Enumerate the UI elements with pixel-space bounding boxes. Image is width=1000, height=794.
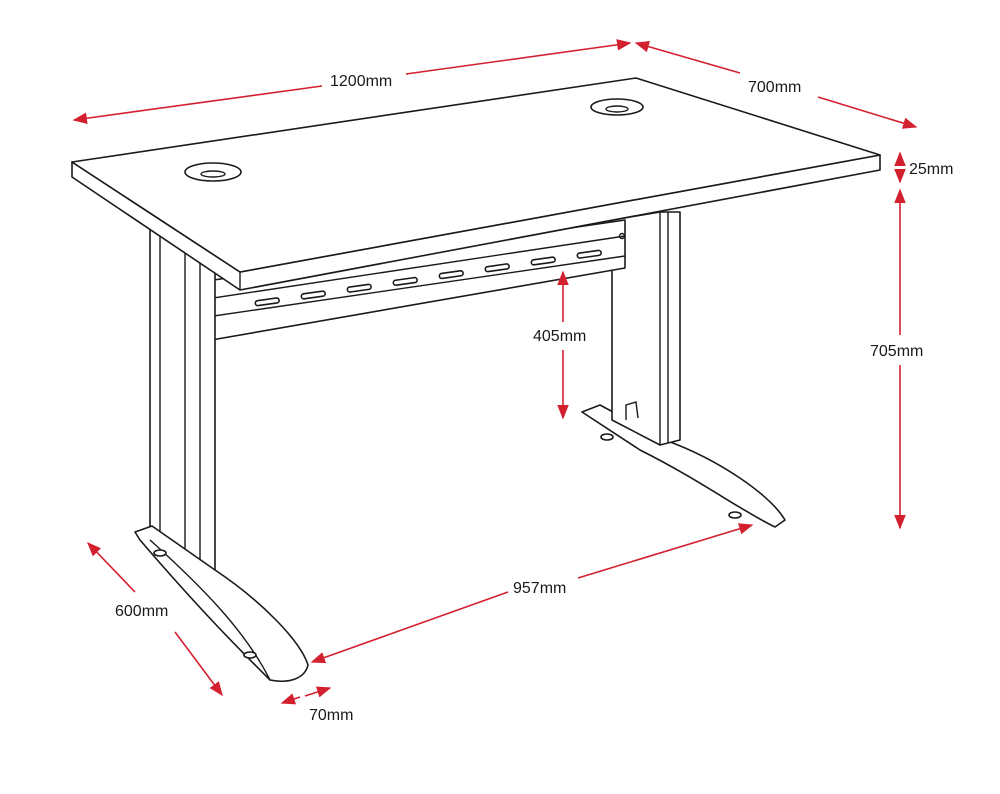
panel-slot [576, 249, 602, 259]
right-leg [581, 211, 786, 528]
depth-label: 700mm [748, 79, 801, 96]
top-thickness-label: 25mm [909, 161, 953, 178]
foot-width-label: 70mm [309, 707, 353, 724]
panel-slot [254, 297, 280, 307]
foot-length-label: 600mm [115, 603, 168, 620]
panel-clearance-label: 405mm [533, 328, 586, 345]
width-label: 1200mm [330, 73, 392, 90]
left-leg [134, 227, 309, 682]
panel-slot [392, 276, 418, 287]
leg-span-label: 957mm [513, 580, 566, 597]
cable-grommet-front [184, 162, 242, 182]
panel-slot [300, 290, 326, 300]
dimension-lines [72, 39, 918, 705]
panel-slot [484, 263, 510, 273]
panel-slot [438, 269, 464, 280]
cable-grommet-back [590, 98, 644, 116]
desktop [71, 77, 881, 291]
panel-slot [346, 283, 372, 293]
height-label: 705mm [870, 343, 923, 360]
panel-slot [530, 256, 556, 266]
